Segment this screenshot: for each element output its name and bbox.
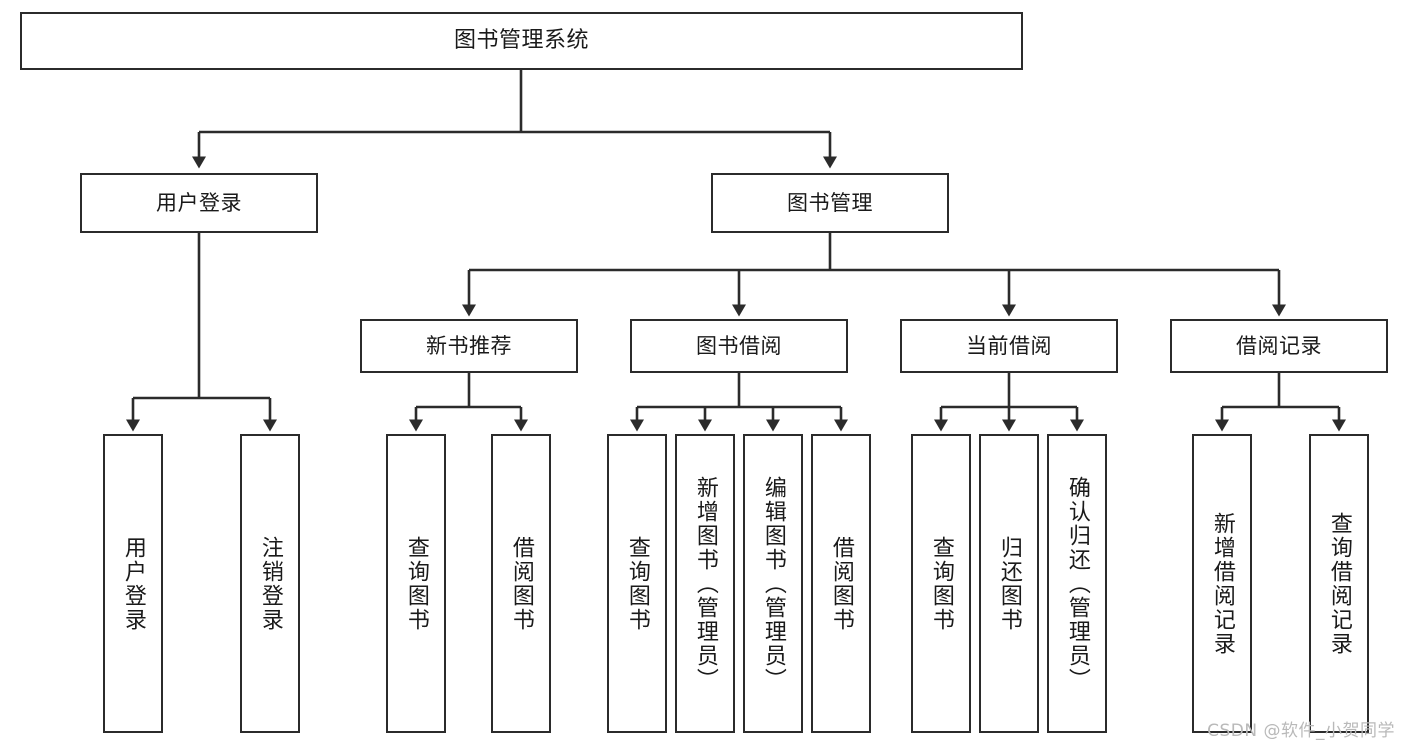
leaf-borrow-edit-book-admin[interactable]: 编辑图书（管理员）: [743, 434, 803, 733]
node-label: 查询借阅记录: [1326, 511, 1352, 656]
leaf-user-login-logout[interactable]: 注销登录: [240, 434, 300, 733]
node-label: 新增借阅记录: [1209, 511, 1235, 656]
node-label: 确认归还（管理员）: [1064, 475, 1090, 692]
node-user-login[interactable]: 用户登录: [80, 173, 318, 233]
leaf-new-book-query[interactable]: 查询图书: [386, 434, 446, 733]
leaf-current-query-book[interactable]: 查询图书: [911, 434, 971, 733]
leaf-current-confirm-return-admin[interactable]: 确认归还（管理员）: [1047, 434, 1107, 733]
node-label: 新书推荐: [426, 333, 512, 358]
leaf-borrow-add-book-admin[interactable]: 新增图书（管理员）: [675, 434, 735, 733]
node-label: 借阅记录: [1236, 333, 1322, 358]
node-label: 查询图书: [403, 535, 429, 632]
leaf-record-add-record[interactable]: 新增借阅记录: [1192, 434, 1252, 733]
node-label: 图书管理系统: [453, 28, 589, 54]
node-label: 图书借阅: [696, 333, 782, 358]
node-current-borrow[interactable]: 当前借阅: [900, 319, 1118, 373]
node-root-book-management-system[interactable]: 图书管理系统: [20, 12, 1023, 70]
node-label: 用户登录: [120, 535, 146, 632]
leaf-current-return-book[interactable]: 归还图书: [979, 434, 1039, 733]
node-borrow-record[interactable]: 借阅记录: [1170, 319, 1388, 373]
node-label: 查询图书: [928, 535, 954, 632]
leaf-user-login-login[interactable]: 用户登录: [103, 434, 163, 733]
leaf-borrow-query-book[interactable]: 查询图书: [607, 434, 667, 733]
leaf-borrow-borrow-book[interactable]: 借阅图书: [811, 434, 871, 733]
leaf-new-book-borrow[interactable]: 借阅图书: [491, 434, 551, 733]
node-book-management[interactable]: 图书管理: [711, 173, 949, 233]
node-book-borrow[interactable]: 图书借阅: [630, 319, 848, 373]
leaf-record-query-record[interactable]: 查询借阅记录: [1309, 434, 1369, 733]
node-label: 图书管理: [787, 190, 873, 215]
node-label: 当前借阅: [966, 333, 1052, 358]
node-label: 注销登录: [257, 535, 283, 632]
node-label: 新增图书（管理员）: [692, 475, 718, 692]
node-label: 用户登录: [156, 190, 242, 215]
node-label: 归还图书: [996, 535, 1022, 632]
node-label: 编辑图书（管理员）: [760, 475, 786, 692]
node-label: 查询图书: [624, 535, 650, 632]
node-new-book-recommend[interactable]: 新书推荐: [360, 319, 578, 373]
node-label: 借阅图书: [508, 535, 534, 632]
node-label: 借阅图书: [828, 535, 854, 632]
csdn-watermark: CSDN @软件_小贺同学: [1207, 721, 1395, 741]
